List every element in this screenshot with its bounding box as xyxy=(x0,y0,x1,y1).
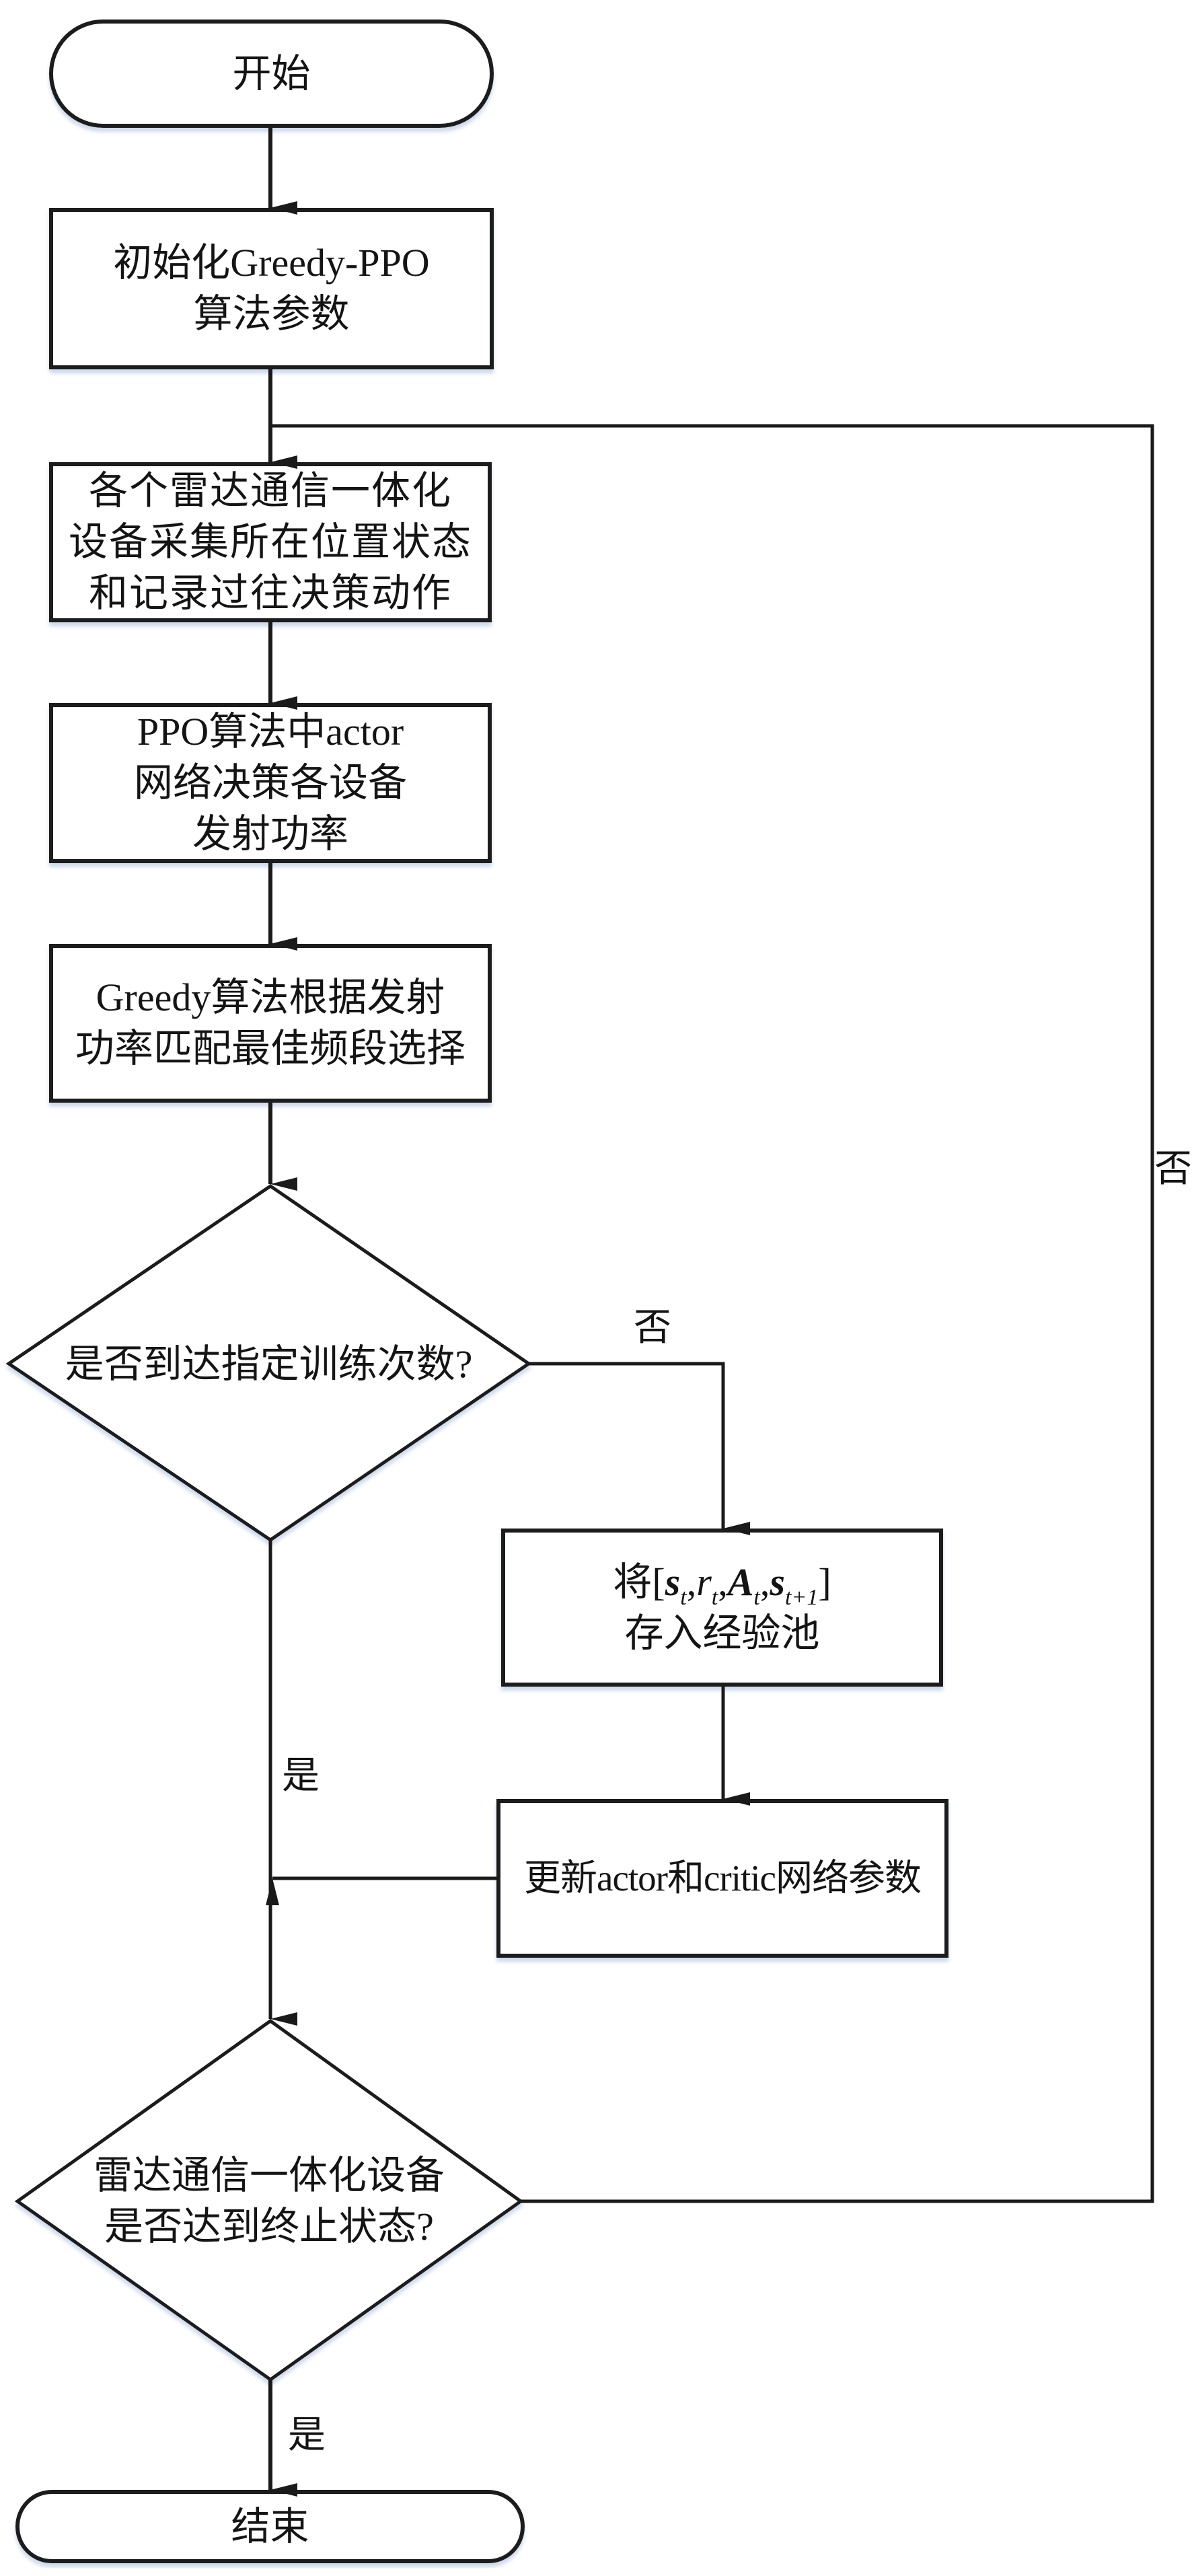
end-text: 结束 xyxy=(231,2504,309,2548)
start-label: 开始 xyxy=(51,22,492,126)
start-text: 开始 xyxy=(232,51,311,96)
train-decision-text: 是否到达指定训练次数? xyxy=(65,1342,473,1386)
terminal-decision-label: 雷达通信一体化设备 是否达到终止状态? xyxy=(17,2150,521,2252)
action-subscript: t xyxy=(753,1584,760,1610)
state-symbol: s xyxy=(665,1559,681,1604)
next-state-subscript: t+1 xyxy=(784,1584,819,1610)
init-box xyxy=(49,208,494,369)
action-symbol: A xyxy=(727,1559,754,1604)
greedy-label: Greedy算法根据发射 功率匹配最佳频段选择 xyxy=(51,946,490,1101)
collect-text-line-3: 和记录过往决策动作 xyxy=(88,571,452,615)
end-label: 结束 xyxy=(17,2492,523,2561)
edge-terminal-no-loop xyxy=(272,424,1154,2203)
edge-train-no xyxy=(529,1362,750,1535)
greedy-text-line-2: 功率匹配最佳频段选择 xyxy=(75,1027,465,1070)
start-terminal xyxy=(49,20,494,128)
collect-label: 各个雷达通信一体化 设备采集所在位置状态 和记录过往决策动作 xyxy=(51,464,490,620)
actor-text-line-2: 网络决策各设备 xyxy=(133,761,407,805)
separator: , xyxy=(759,1559,770,1604)
greedy-box xyxy=(49,944,492,1103)
reward-subscript: t xyxy=(711,1584,718,1610)
store-prefix: 将[ xyxy=(613,1559,665,1604)
actor-label: PPO算法中actor 网络决策各设备 发射功率 xyxy=(51,705,490,861)
init-text-line-2: 算法参数 xyxy=(193,292,350,336)
end-terminal xyxy=(15,2490,525,2563)
reward-symbol: r xyxy=(696,1559,712,1604)
separator: , xyxy=(718,1559,728,1604)
collect-text-line-1: 各个雷达通信一体化 xyxy=(88,469,452,513)
terminal-decision-text-line-2: 是否达到终止状态? xyxy=(104,2205,434,2248)
state-subscript: t xyxy=(680,1584,687,1610)
separator: , xyxy=(686,1559,697,1604)
collect-text-line-2: 设备采集所在位置状态 xyxy=(68,520,472,564)
store-text-line-1: 将[st,rt,At,st+1] xyxy=(613,1557,831,1610)
terminal-decision-text-line-1: 雷达通信一体化设备 xyxy=(93,2154,445,2197)
store-box xyxy=(501,1529,943,1687)
edge-label-train-no: 否 xyxy=(634,1307,671,1349)
store-label: 将[st,rt,At,st+1] 存入经验池 xyxy=(503,1531,941,1685)
actor-text-line-1: PPO算法中actor xyxy=(137,710,404,753)
actor-text-line-3: 发射功率 xyxy=(192,812,348,856)
edge-label-train-yes: 是 xyxy=(282,1755,320,1797)
update-box xyxy=(496,1799,948,1958)
init-text-line-1: 初始化Greedy-PPO xyxy=(113,241,430,285)
train-decision-label: 是否到达指定训练次数? xyxy=(9,1339,529,1390)
update-label: 更新actor和critic网络参数 xyxy=(498,1801,946,1956)
greedy-text-line-1: Greedy算法根据发射 xyxy=(96,976,445,1019)
edge-label-terminal-yes: 是 xyxy=(288,2415,326,2456)
store-suffix: ] xyxy=(818,1559,831,1604)
next-state-symbol: s xyxy=(770,1559,785,1604)
store-text-line-2: 存入经验池 xyxy=(624,1611,820,1655)
edge-label-terminal-no: 否 xyxy=(1154,1148,1192,1190)
actor-box xyxy=(49,703,492,863)
update-text: 更新actor和critic网络参数 xyxy=(524,1857,922,1899)
init-label: 初始化Greedy-PPO 算法参数 xyxy=(51,210,492,367)
